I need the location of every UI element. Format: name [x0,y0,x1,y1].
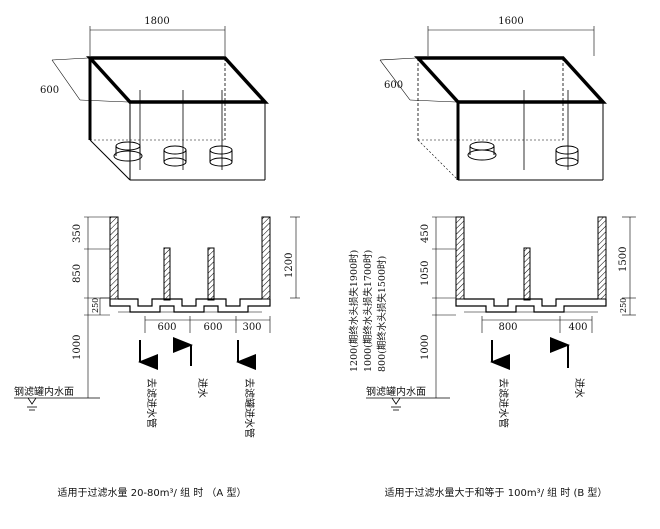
pipe-b-label-1: 去滤进水管 [497,378,510,428]
dim-a-350: 350 [72,224,83,243]
head-loss-note-2: 1000(期终水头损失1700时) [362,250,374,372]
span-b-2: 400 [568,322,587,333]
span-b-1: 800 [498,322,517,333]
diagram-a: 1800 600 [14,16,300,499]
span-a-3: 300 [242,322,261,333]
dim-b-450: 450 [420,224,431,243]
section-b [455,216,607,313]
box-b-isometric [414,56,607,181]
dim-b-width [427,26,595,56]
caption-b: 适用于过滤水量大于和等于 100m³/ 组 时 (B 型） [385,486,608,499]
dim-b-bottom [481,316,593,333]
dim-b-vertical [432,216,636,398]
dim-a-width [89,26,226,56]
water-level-b-symbol [366,397,450,411]
diagram-b: 1600 600 450 1050 1500 [348,16,636,499]
dim-a-1200: 1200 [284,253,295,278]
dim-a-250: 250 [91,298,100,313]
water-level-a-symbol [14,397,100,411]
dim-a-vertical [84,216,300,398]
dim-b-depth [379,57,457,103]
head-loss-note-1: 1200(期终水头损失1900时) [348,250,360,372]
span-a-1: 600 [157,322,176,333]
dim-b-width-label: 1600 [498,16,523,27]
dim-a-depth-label: 600 [40,85,59,96]
pipe-a-label-3: 去滤罐进水管 [243,378,256,438]
dim-b-1000: 1000 [420,335,431,360]
dim-b-1500: 1500 [618,247,629,272]
pipe-a-label-1: 去滤进水管 [145,378,158,428]
dim-a-1000: 1000 [72,335,83,360]
span-a-2: 600 [203,322,222,333]
dim-b-250: 250 [619,298,628,313]
dim-a-850: 850 [72,264,83,283]
dim-b-1050: 1050 [420,261,431,286]
dim-b-depth-label: 600 [384,80,403,91]
pipe-a-label-2: 进水 [196,378,208,398]
dim-a-bottom [144,316,271,333]
head-loss-note-3: 800(期终水头损失1500时) [376,256,388,372]
dim-a-width-label: 1800 [144,16,169,27]
caption-a: 适用于过滤水量 20-80m³/ 组 时 （A 型） [58,486,247,499]
pipe-b-label-2: 进水 [573,378,585,398]
dim-a-depth [51,57,129,103]
water-level-a-label: 钢滤罐内水面 [14,385,74,398]
section-a [109,216,271,313]
box-a-isometric [86,56,269,181]
water-level-b-label: 钢滤罐内水面 [366,385,426,398]
